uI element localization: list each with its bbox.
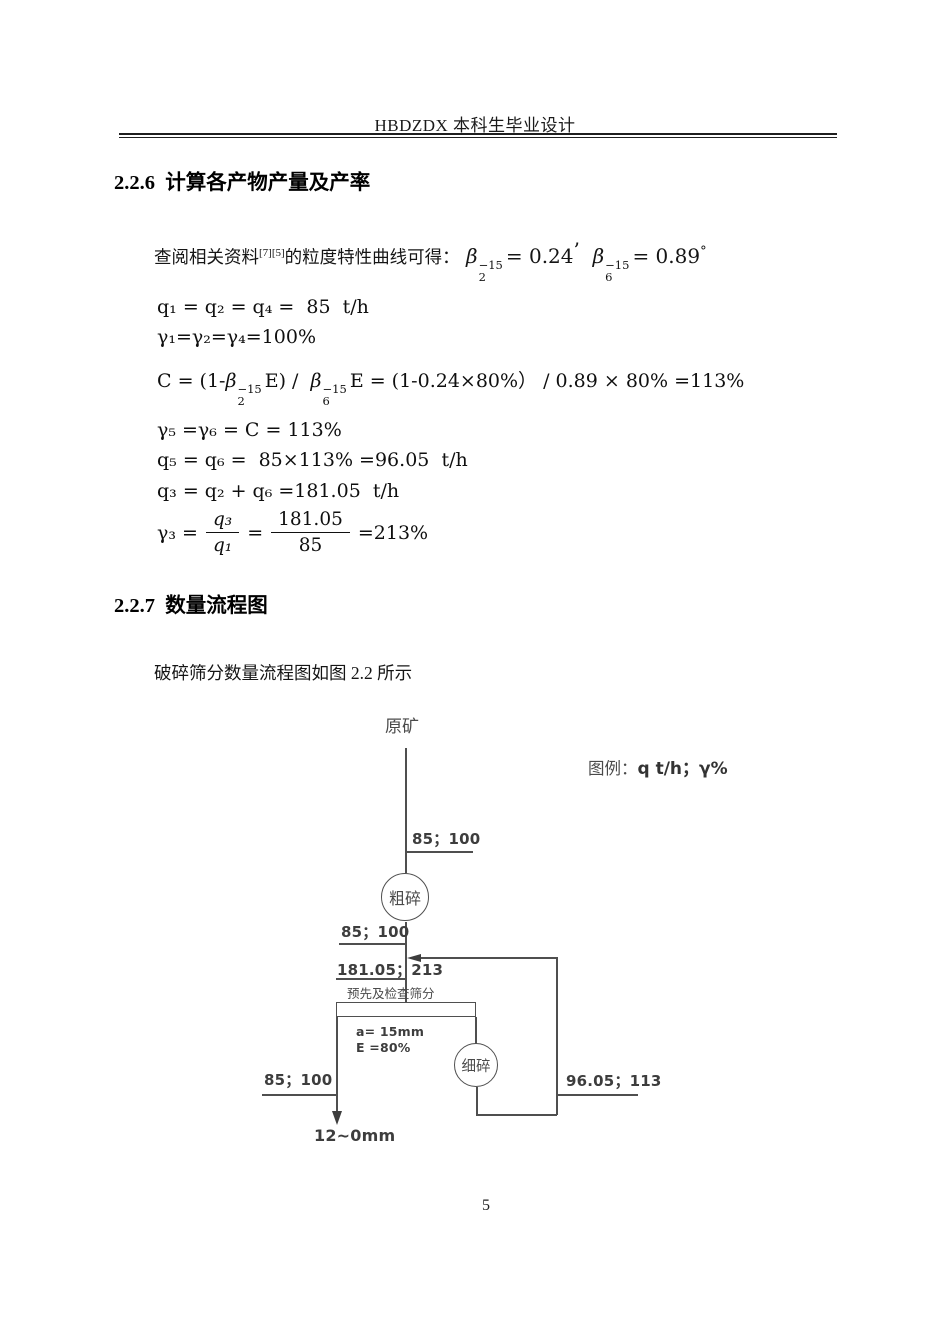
eq-c-part2: E) / [264, 370, 311, 392]
fraction1-denominator: q₁ [212, 535, 233, 557]
beta1-glyph: β [466, 244, 478, 268]
eq-c-beta1-sup: −15 [237, 382, 262, 396]
page-number: 5 [482, 1197, 490, 1214]
coarse-out-line [405, 922, 407, 1003]
header-title: HBDZDX 本科生毕业设计 [374, 116, 576, 135]
eq-c-beta1: β [225, 370, 237, 392]
product-arrow-line [336, 1095, 338, 1112]
flow-undersize-label: 85；100 [264, 1071, 333, 1089]
intro-text-post: 的粒度特性曲线可得： [284, 247, 460, 267]
product-size-label: 12~0mm [314, 1126, 396, 1145]
degree-symbol: ° [700, 244, 707, 259]
equation-q124: q₁ = q₂ = q₄ = 85 t/h [157, 296, 369, 318]
gamma3-result: =213% [357, 521, 429, 544]
return-line-vertical [556, 957, 558, 1115]
paragraph-227: 破碎筛分数量流程图如图 2.2 所示 [154, 663, 413, 683]
beta2-subscript: 6 [605, 270, 613, 285]
fraction1-numerator: q₃ [205, 509, 240, 534]
beta1-subscript: 2 [478, 270, 486, 285]
coarse-crusher-label: 粗碎 [388, 891, 421, 908]
beta2-glyph: β [592, 244, 605, 268]
fraction2-denominator: 85 [298, 535, 323, 557]
equation-q56: q₅ = q₆ = 85×113% =96.05 t/h [157, 449, 468, 471]
fine-return-tick [557, 1094, 638, 1096]
beta2-superscript: −15 [605, 258, 630, 272]
eq-c-part3: E = (1-0.24×80%） / 0.89 × 80% =113% [349, 370, 745, 392]
fine-crusher-label: 细碎 [461, 1058, 491, 1075]
beta-separator: ’ [573, 238, 580, 262]
screening-label: 预先及检查筛分 [347, 987, 435, 1001]
equation-gamma56: γ₅ =γ₆ = C = 113% [157, 419, 342, 441]
raw-ore-label: 原矿 [385, 717, 419, 736]
equation-gamma124: γ₁=γ₂=γ₄=100% [157, 326, 316, 348]
screen-left-edge [336, 1017, 338, 1095]
fine-bottom-line [476, 1114, 557, 1116]
legend-units: q t/h；γ% [637, 759, 728, 779]
eq-c-beta2: β [310, 370, 322, 392]
legend: 图例：q t/h；γ% [588, 754, 728, 779]
coarse-crusher-node: 粗碎 [381, 873, 429, 921]
coarse-out-tick [339, 943, 406, 945]
legend-prefix: 图例： [588, 759, 638, 778]
equation-q3: q₃ = q₂ + q₆ =181.05 t/h [157, 480, 400, 502]
fraction2-numerator: 181.05 [271, 509, 350, 534]
intro-text-pre: 查阅相关资料 [154, 247, 259, 267]
feed-line-top [405, 748, 407, 873]
beta1-superscript: −15 [478, 258, 503, 272]
screen-feed-tick [336, 978, 406, 980]
beta1-value: = 0.24 [505, 244, 574, 268]
gamma3-lhs: γ₃ = [157, 521, 198, 544]
feed-tick [406, 851, 473, 853]
section-heading-226: 2.2.6 计算各产物产量及产率 [114, 172, 371, 194]
fine-crusher-node: 细碎 [454, 1043, 498, 1087]
return-arrowhead-icon [407, 954, 421, 962]
eq-c-beta2-sub: 6 [322, 394, 330, 409]
citation-refs: [7][5] [259, 247, 285, 259]
screen-right-edge [475, 1017, 477, 1044]
eq-c-part1: C = (1- [157, 370, 226, 392]
product-arrowhead-icon [332, 1111, 342, 1125]
flow-coarse-product-label: 85；100 [341, 923, 410, 941]
section-heading-227: 2.2.7 数量流程图 [114, 595, 268, 617]
header-rule [119, 133, 837, 138]
screen-efficiency-label: E =80% [356, 1040, 411, 1055]
screen-box [336, 1002, 476, 1017]
flow-feed-label: 85；100 [412, 830, 481, 848]
gamma3-equals: = [247, 521, 264, 544]
screen-aperture-label: a= 15mm [356, 1024, 425, 1039]
flow-screen-feed-label: 181.05；213 [337, 961, 444, 979]
fine-down-line [476, 1087, 478, 1115]
flow-fine-return-label: 96.05；113 [566, 1072, 662, 1090]
beta2-value: = 0.89 [632, 244, 701, 268]
eq-c-beta2-sup: −15 [322, 382, 347, 396]
return-line-horizontal [416, 957, 557, 959]
undersize-line [262, 1094, 336, 1096]
eq-c-beta1-sub: 2 [237, 394, 245, 409]
